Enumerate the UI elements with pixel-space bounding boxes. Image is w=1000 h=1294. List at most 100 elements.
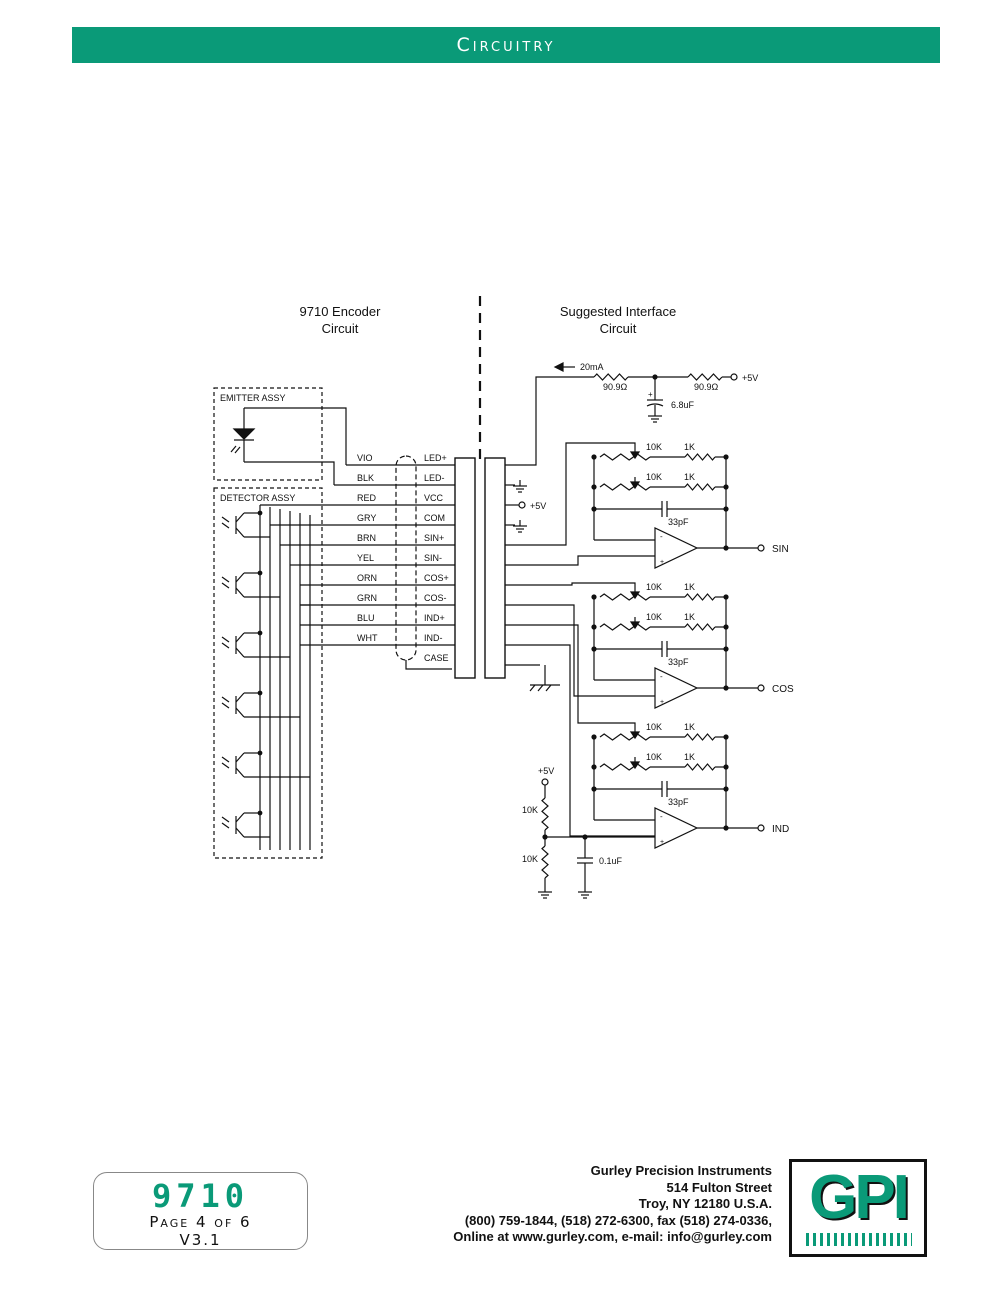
phototransistor-icon xyxy=(221,510,270,538)
input-wire-neg xyxy=(505,644,655,837)
op-amp-inv: - xyxy=(660,532,663,541)
wire-label-gry: GRY xyxy=(357,513,376,523)
junction xyxy=(723,454,729,460)
op-amp-inv: - xyxy=(660,812,663,821)
resistor xyxy=(684,593,716,601)
city-address: Troy, NY 12180 U.S.A. xyxy=(638,1196,772,1211)
ground-icon xyxy=(513,480,527,493)
cap-value-label: 33pF xyxy=(668,657,689,667)
resistor xyxy=(541,797,549,831)
left-title-line2: Circuit xyxy=(322,321,359,336)
version-label: V3.1 xyxy=(179,1231,222,1249)
terminal xyxy=(541,778,549,786)
led-supply-wire xyxy=(505,376,594,466)
junction xyxy=(591,506,597,512)
wire-label-blk: BLK xyxy=(357,473,374,483)
output-label-sin: SIN xyxy=(772,544,789,555)
page-title: Circuitry xyxy=(456,34,556,56)
wire-label-grn: GRN xyxy=(357,593,377,603)
pin-label-sin-pos: SIN+ xyxy=(424,533,444,543)
junction xyxy=(723,786,729,792)
output-label-cos: COS xyxy=(772,684,794,695)
cap-polarity: + xyxy=(648,390,653,399)
current-label: 20mA xyxy=(580,362,604,372)
resistor xyxy=(541,845,549,879)
resistor xyxy=(684,733,716,741)
junction xyxy=(591,454,597,460)
wire-label-red: RED xyxy=(357,493,377,503)
vio-lead xyxy=(244,407,347,465)
junction xyxy=(591,646,597,652)
terminal xyxy=(757,824,765,832)
plus5-label: +5V xyxy=(742,373,758,383)
phototransistor-array xyxy=(221,504,311,850)
resistor xyxy=(593,373,629,381)
junction xyxy=(591,594,597,600)
input-wire-neg xyxy=(505,604,655,697)
wire-label-yel: YEL xyxy=(357,553,374,563)
junction xyxy=(723,506,729,512)
pot-value-label: 10K xyxy=(646,722,662,732)
junction xyxy=(723,764,729,770)
resistor xyxy=(684,623,716,631)
wire-label-wht: WHT xyxy=(357,633,378,643)
junction xyxy=(723,594,729,600)
phototransistor-icon xyxy=(221,810,270,838)
cap-value-label: 6.8uF xyxy=(671,400,695,410)
phone-numbers: (800) 759-1844, (518) 272-6300, fax (518… xyxy=(464,1212,772,1228)
page-number: Page 4 of 6 xyxy=(149,1213,252,1231)
connector-socket xyxy=(484,457,506,679)
terminal xyxy=(518,501,526,509)
resistor xyxy=(599,623,651,631)
right-title-line2: Circuit xyxy=(600,321,637,336)
phototransistor-icon xyxy=(221,690,300,718)
op-amp-noninv: + xyxy=(660,559,664,566)
logo-bars xyxy=(806,1233,912,1246)
resistor-value-label: 90.9Ω xyxy=(694,382,719,392)
pin-label-ind-pos: IND+ xyxy=(424,613,445,623)
op-amp-noninv: + xyxy=(660,839,664,846)
ground-icon xyxy=(648,410,662,423)
input-wire-neg xyxy=(505,555,655,566)
pin-label-cos-pos: COS+ xyxy=(424,573,449,583)
op-amp-sin-icon xyxy=(654,527,699,569)
ground-icon xyxy=(513,520,527,533)
resistor-value-label: 1K xyxy=(684,612,695,622)
connector-plug xyxy=(454,457,476,679)
chassis-ground-icon xyxy=(529,684,560,692)
pin-label-ind-neg: IND- xyxy=(424,633,443,643)
pot-value-label: 10K xyxy=(646,582,662,592)
plus5-label: +5V xyxy=(538,766,554,776)
company-name: Gurley Precision Instruments xyxy=(590,1163,772,1178)
pot-value-label: 10K xyxy=(646,612,662,622)
pin-label-cos-neg: COS- xyxy=(424,593,447,603)
op-amp-ind-icon xyxy=(654,807,699,849)
detector-label: DETECTOR ASSY xyxy=(220,493,295,503)
right-title-line1: Suggested Interface xyxy=(560,304,676,319)
current-arrow-icon xyxy=(553,362,564,372)
junction xyxy=(723,484,729,490)
plus5-label: +5V xyxy=(530,501,546,511)
resistor xyxy=(684,483,716,491)
company-address: Gurley Precision Instruments 514 Fulton … xyxy=(453,1163,772,1246)
op-amp-noninv: + xyxy=(660,699,664,706)
resistor xyxy=(684,453,716,461)
phototransistor-icon xyxy=(221,570,280,598)
input-wire-pos xyxy=(505,582,636,587)
terminal xyxy=(757,684,765,692)
resistor xyxy=(599,763,651,771)
emitter-label: EMITTER ASSY xyxy=(220,393,286,403)
junction xyxy=(723,624,729,630)
pin-label-led-pos: LED+ xyxy=(424,453,447,463)
resistor-value-label: 10K xyxy=(522,854,538,864)
resistor xyxy=(599,593,651,601)
resistor-value-label: 1K xyxy=(684,582,695,592)
junction xyxy=(591,624,597,630)
pot-value-label: 10K xyxy=(646,472,662,482)
input-wire-pos xyxy=(505,442,636,546)
cap-value-label: 0.1uF xyxy=(599,856,623,866)
pot-value-label: 10K xyxy=(646,752,662,762)
wire-label-brn: BRN xyxy=(357,533,376,543)
resistor-value-label: 10K xyxy=(522,805,538,815)
junction xyxy=(591,786,597,792)
